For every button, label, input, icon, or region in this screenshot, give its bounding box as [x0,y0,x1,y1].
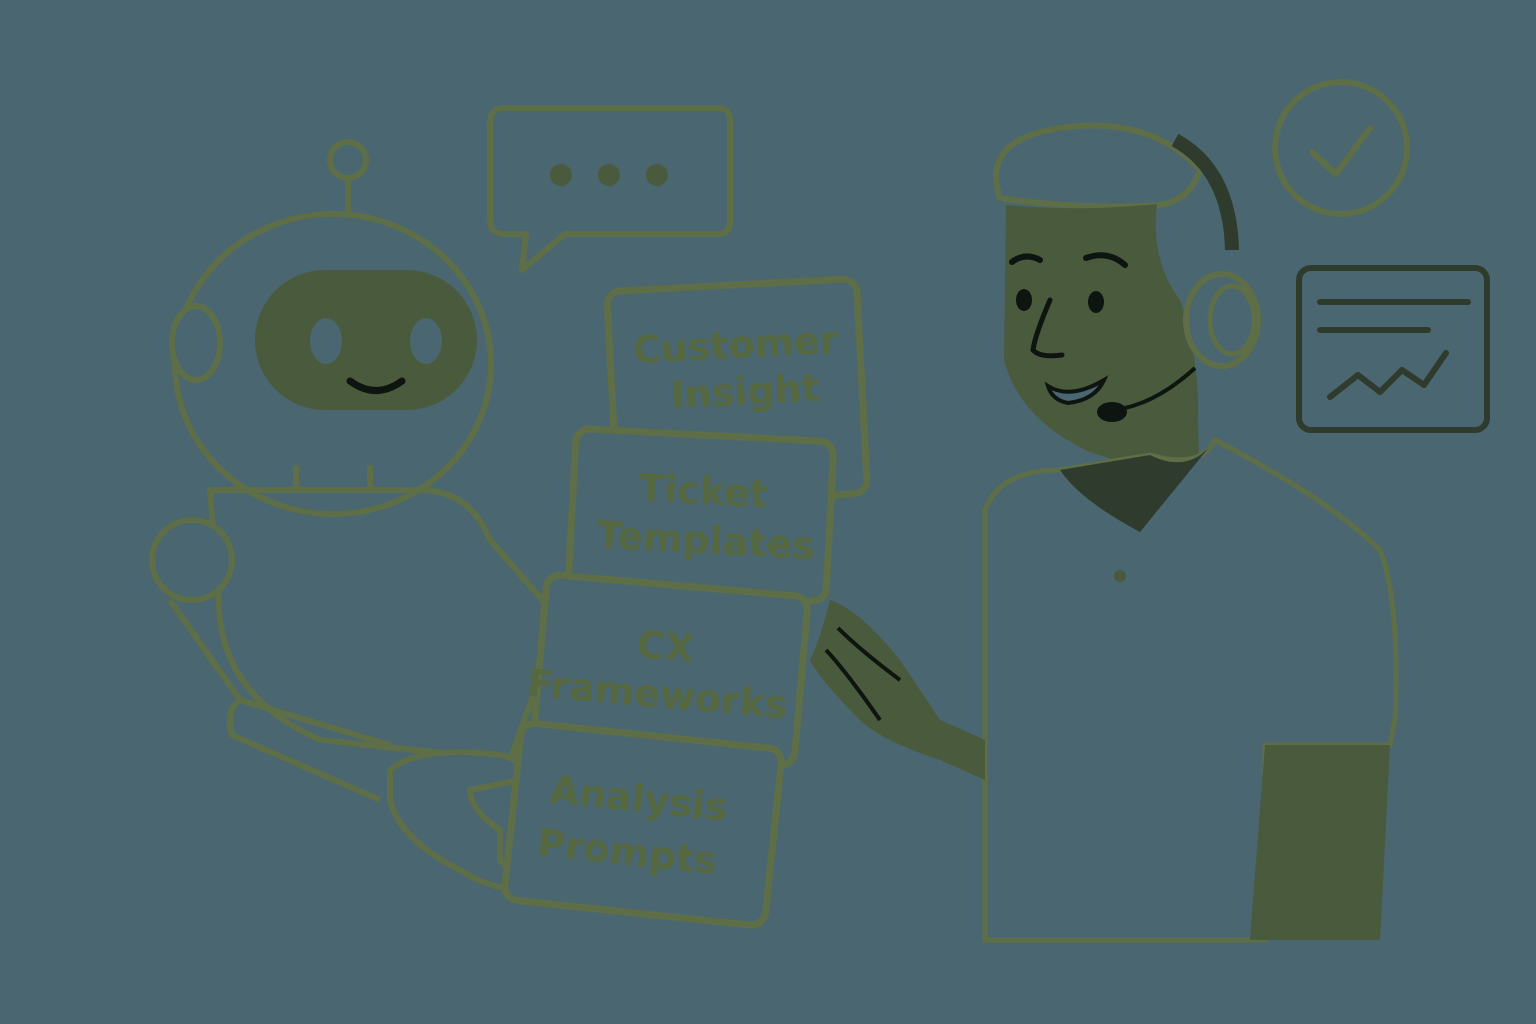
agent-arm [1250,745,1390,940]
headset-icon [1097,133,1261,422]
card-analysis-prompts: Analysis Prompts [501,720,785,929]
report-chart-icon [1296,265,1490,433]
card-cx-frameworks: CX Frameworks [525,571,811,769]
robot-hand [387,749,531,891]
agent-face [1004,204,1200,500]
agent-hand [810,600,985,780]
agent-hair [993,122,1204,210]
card-stack: Customer Insight Ticket Templates CX Fra… [501,275,871,929]
svg-text:CX: CX [635,622,696,671]
robot-antenna-icon [327,139,369,181]
svg-text:Ticket: Ticket [637,466,769,517]
support-agent [810,122,1399,943]
agent-shirt [982,436,1399,943]
svg-text:Insight: Insight [669,366,820,418]
robot [149,139,564,891]
robot-visor [255,270,477,410]
card-ticket-templates: Ticket Templates [565,425,837,605]
agent-collar [1060,440,1215,532]
check-circle-icon [1272,79,1410,217]
robot-body [206,487,564,764]
speech-bubble-icon [487,105,733,273]
svg-text:Customer: Customer [632,318,840,373]
